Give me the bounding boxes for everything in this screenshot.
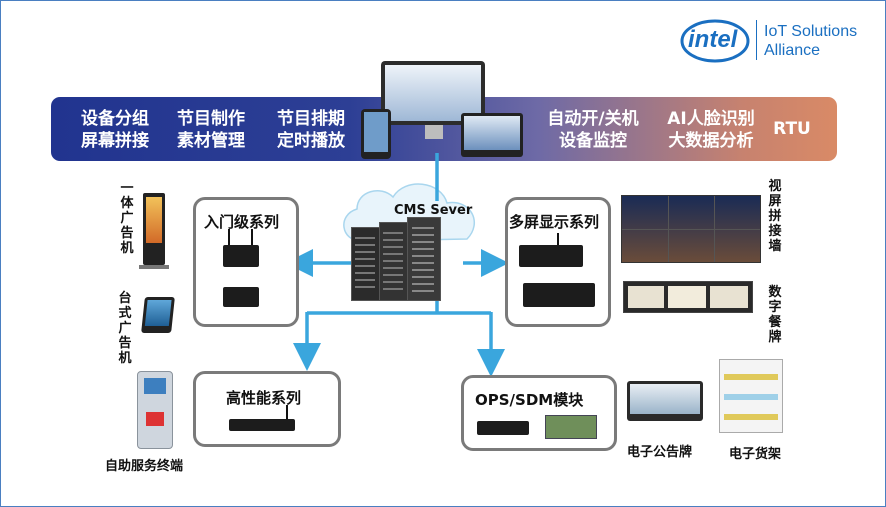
feature-2-line2: 素材管理 — [177, 131, 245, 151]
right-label-menu-wrap: 数字餐牌 — [767, 285, 783, 345]
antenna-icon — [557, 233, 559, 245]
multiscreen-device-2 — [523, 283, 595, 307]
self-service-kiosk — [137, 371, 173, 449]
entry-device-router — [223, 245, 259, 267]
highperf-antenna-icon — [286, 405, 288, 419]
feature-5: AI人脸识别 大数据分析 — [657, 108, 765, 152]
digital-menu-board — [623, 281, 753, 313]
bulletin-board-display — [627, 381, 703, 421]
right-label-video-wall: 视屏拼接墙 — [768, 179, 782, 254]
cloud-shape — [343, 183, 476, 242]
right-label-digital-menu: 数字餐牌 — [768, 285, 782, 345]
left-label-aio-wrap: 一体广告机 — [119, 181, 135, 256]
ops-device — [477, 421, 529, 435]
monitor-stand — [425, 125, 443, 139]
feature-1-line1: 设备分组 — [81, 109, 149, 129]
antenna-left — [228, 229, 230, 245]
intel-logo: intel IoT Solutions Alliance — [679, 17, 859, 65]
feature-6-line1: RTU — [773, 119, 811, 139]
cms-server-label: CMS Sever — [394, 203, 473, 218]
intel-swirl-icon — [680, 19, 750, 63]
tablet-left — [361, 109, 391, 159]
feature-4: 自动开/关机 设备监控 — [537, 108, 649, 152]
logo-divider — [756, 20, 757, 60]
left-label-kiosk: 自助服务终端 — [105, 459, 184, 474]
feature-1-line2: 屏幕拼接 — [81, 131, 149, 151]
feature-5-line1: AI人脸识别 — [667, 109, 755, 129]
video-wall-image — [621, 195, 761, 263]
highperf-device — [229, 419, 295, 431]
group-ops — [461, 375, 617, 451]
laptop-right — [461, 113, 523, 157]
group-multiscreen-title: 多屏显示系列 — [509, 213, 600, 231]
alliance-line-1: IoT Solutions — [764, 23, 858, 40]
cms-server-rack — [351, 217, 443, 301]
feature-5-line2: 大数据分析 — [668, 131, 754, 151]
electronic-shelf — [719, 359, 783, 433]
aio-base — [139, 265, 169, 269]
right-label-bulletin: 电子公告牌 — [627, 445, 693, 460]
feature-4-line2: 设备监控 — [559, 131, 627, 151]
feature-4-line1: 自动开/关机 — [547, 109, 639, 129]
monitor-group — [361, 61, 531, 161]
right-label-shelf: 电子货架 — [729, 447, 782, 462]
left-label-desk-wrap: 台式广告机 — [117, 291, 133, 366]
feature-3-line1: 节目排期 — [277, 109, 345, 129]
group-highperf-title: 高性能系列 — [226, 389, 302, 407]
feature-3-line2: 定时播放 — [277, 131, 345, 151]
feature-6: RTU — [769, 118, 815, 140]
entry-device-box — [223, 287, 259, 307]
group-entry-title: 入门级系列 — [204, 213, 280, 231]
feature-2: 节目制作 素材管理 — [169, 108, 253, 152]
feature-3: 节目排期 定时播放 — [269, 108, 353, 152]
feature-1: 设备分组 屏幕拼接 — [73, 108, 157, 152]
sdm-board — [545, 415, 597, 439]
group-highperf — [193, 371, 341, 447]
multiscreen-device-1 — [519, 245, 583, 267]
antenna-right — [251, 229, 253, 245]
intel-wordmark: intel — [688, 26, 738, 53]
left-label-aio: 一体广告机 — [120, 181, 134, 256]
alliance-line-2: Alliance — [764, 42, 821, 59]
left-label-desktop: 台式广告机 — [118, 291, 132, 366]
main-monitor — [381, 61, 485, 125]
right-label-wall-wrap: 视屏拼接墙 — [767, 179, 783, 254]
feature-2-line1: 节目制作 — [177, 109, 245, 129]
group-ops-title: OPS/SDM模块 — [475, 391, 584, 409]
desktop-ad-machine — [141, 297, 175, 333]
aio-ad-machine — [143, 193, 165, 265]
